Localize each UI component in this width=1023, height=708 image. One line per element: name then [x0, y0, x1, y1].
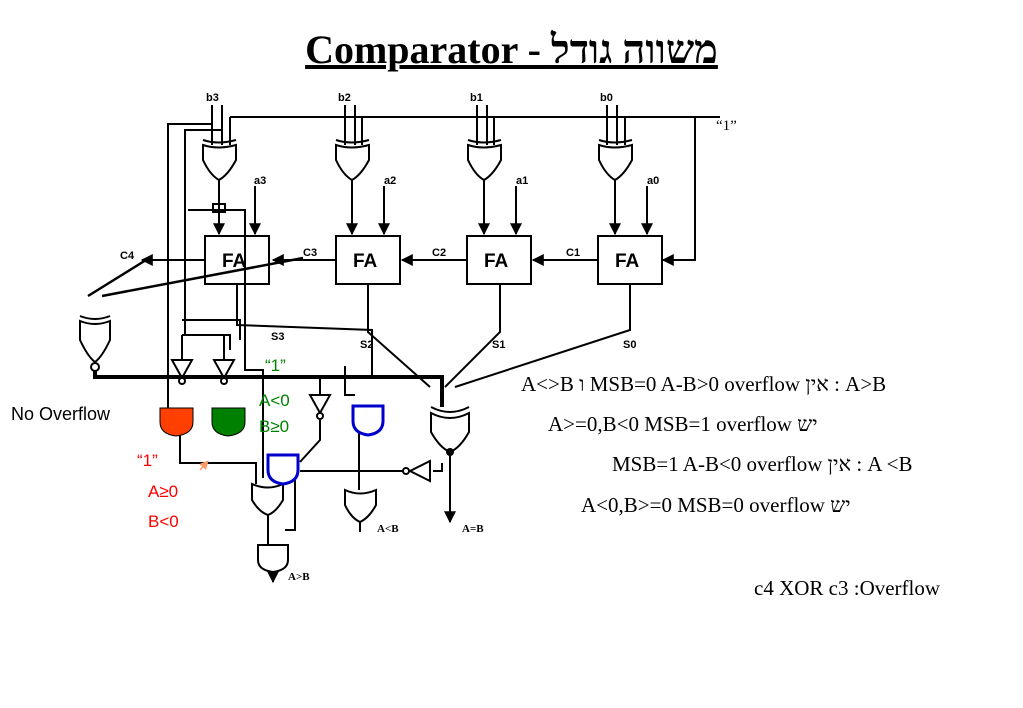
label-c2: C2 — [432, 247, 446, 259]
xor-gate-2 — [335, 139, 370, 182]
label-s3: S3 — [271, 331, 284, 343]
label-b0: b0 — [600, 92, 613, 104]
label-a1: a1 — [516, 175, 528, 187]
label-a-eq-b: A=B — [462, 523, 484, 535]
note-a-gt-b: A<>B ו MSB=0 A-B>0 overflow אין : A>B — [521, 372, 887, 396]
fa-label-1: FA — [484, 251, 509, 272]
blue-and-gate-right — [351, 404, 385, 437]
xor-gate-3 — [202, 139, 237, 182]
and-gate-a-gt-b — [257, 544, 289, 574]
inverter-right — [212, 359, 236, 385]
label-s0: S0 — [623, 339, 636, 351]
no-overflow-label: No Overflow — [11, 404, 111, 424]
fa-label-2: FA — [353, 251, 378, 272]
one-line — [229, 116, 720, 145]
red-a-label: A≥0 — [148, 482, 178, 501]
green-b-label: B≥0 — [259, 417, 289, 436]
or-gate-mid — [251, 482, 284, 517]
label-c3: C3 — [303, 247, 317, 259]
equality-nor-gate — [430, 406, 470, 454]
note-a-gt-b-overflow: A>=0,B<0 MSB=1 overflow יש — [548, 412, 818, 436]
overflow-xor-gate — [79, 315, 111, 364]
xor-gate-1 — [467, 139, 502, 182]
or-gate-a-lt-b — [344, 488, 377, 524]
fa-label-0: FA — [615, 251, 640, 272]
b-input-wires — [211, 105, 618, 145]
fa-label-3: FA — [222, 251, 247, 272]
label-one-input: “1” — [716, 118, 737, 134]
label-a-gt-b: A>B — [288, 571, 310, 583]
red-and-gate — [159, 407, 194, 437]
inverter-left — [170, 359, 194, 385]
label-c4: C4 — [120, 250, 135, 262]
green-a-label: A<0 — [259, 391, 290, 410]
note-a-lt-b: MSB=1 A-B<0 overflow אין : A <B — [612, 452, 913, 476]
label-c1: C1 — [566, 247, 580, 259]
green-and-gate — [211, 407, 246, 437]
label-b1: b1 — [470, 92, 483, 104]
inverter-mid — [308, 394, 332, 420]
label-b3: b3 — [206, 92, 219, 104]
label-a0: a0 — [647, 175, 659, 187]
red-b-label: B<0 — [148, 512, 179, 531]
xor-gate-0 — [598, 139, 633, 182]
blue-and-gate-left — [266, 453, 300, 486]
inverter-bottom — [402, 459, 431, 483]
red-one-label: “1” — [137, 451, 158, 470]
label-s1: S1 — [492, 339, 505, 351]
label-s2: S2 — [360, 339, 373, 351]
label-a-lt-b: A<B — [377, 523, 399, 535]
label-b2: b2 — [338, 92, 351, 104]
page-title: Comparator - משווה גודל — [305, 27, 718, 72]
label-a3: a3 — [254, 175, 266, 187]
note-a-lt-b-overflow: A<0,B>=0 MSB=0 overflow יש — [581, 493, 851, 517]
green-one-label: “1” — [265, 356, 286, 375]
note-overflow-def: c4 XOR c3 :Overflow — [754, 576, 941, 600]
label-a2: a2 — [384, 175, 396, 187]
